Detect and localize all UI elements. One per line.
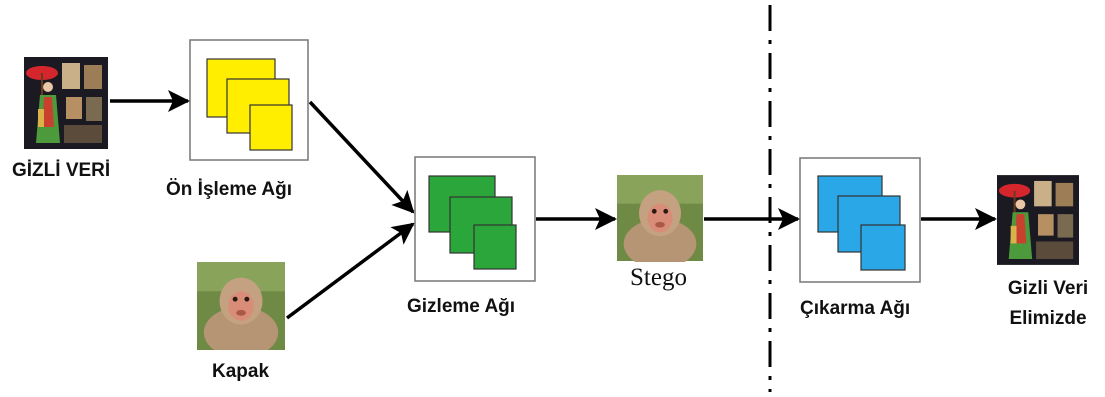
extraction-network-box: [799, 157, 921, 283]
hiding-network-box: [414, 156, 536, 282]
extraction-layer-3: [860, 224, 906, 271]
cover-image: [197, 262, 285, 350]
arrow-preprocessing-to-hiding: [308, 100, 415, 214]
hiding-network-label: Gizleme Ağı: [407, 296, 516, 317]
stego-label: Stego: [630, 264, 687, 291]
preprocessing-network-box: [189, 39, 309, 161]
preprocessing-layer-3: [249, 104, 293, 151]
cover-label: Kapak: [212, 361, 270, 382]
secret-data-label: GİZLİ VERİ: [12, 160, 111, 181]
stego-image: [617, 175, 703, 262]
recovered-data-label-line2: Elimizde: [1009, 308, 1087, 329]
hiding-layer-3: [473, 224, 517, 270]
secret-image: [24, 57, 108, 149]
extraction-network-label: Çıkarma Ağı: [800, 298, 911, 319]
arrow-cover-to-hiding: [285, 222, 415, 320]
preprocessing-network-label: Ön İşleme Ağı: [166, 179, 292, 200]
recovered-image: [997, 175, 1079, 265]
recovered-data-label-line1: Gizli Veri: [1007, 278, 1089, 299]
